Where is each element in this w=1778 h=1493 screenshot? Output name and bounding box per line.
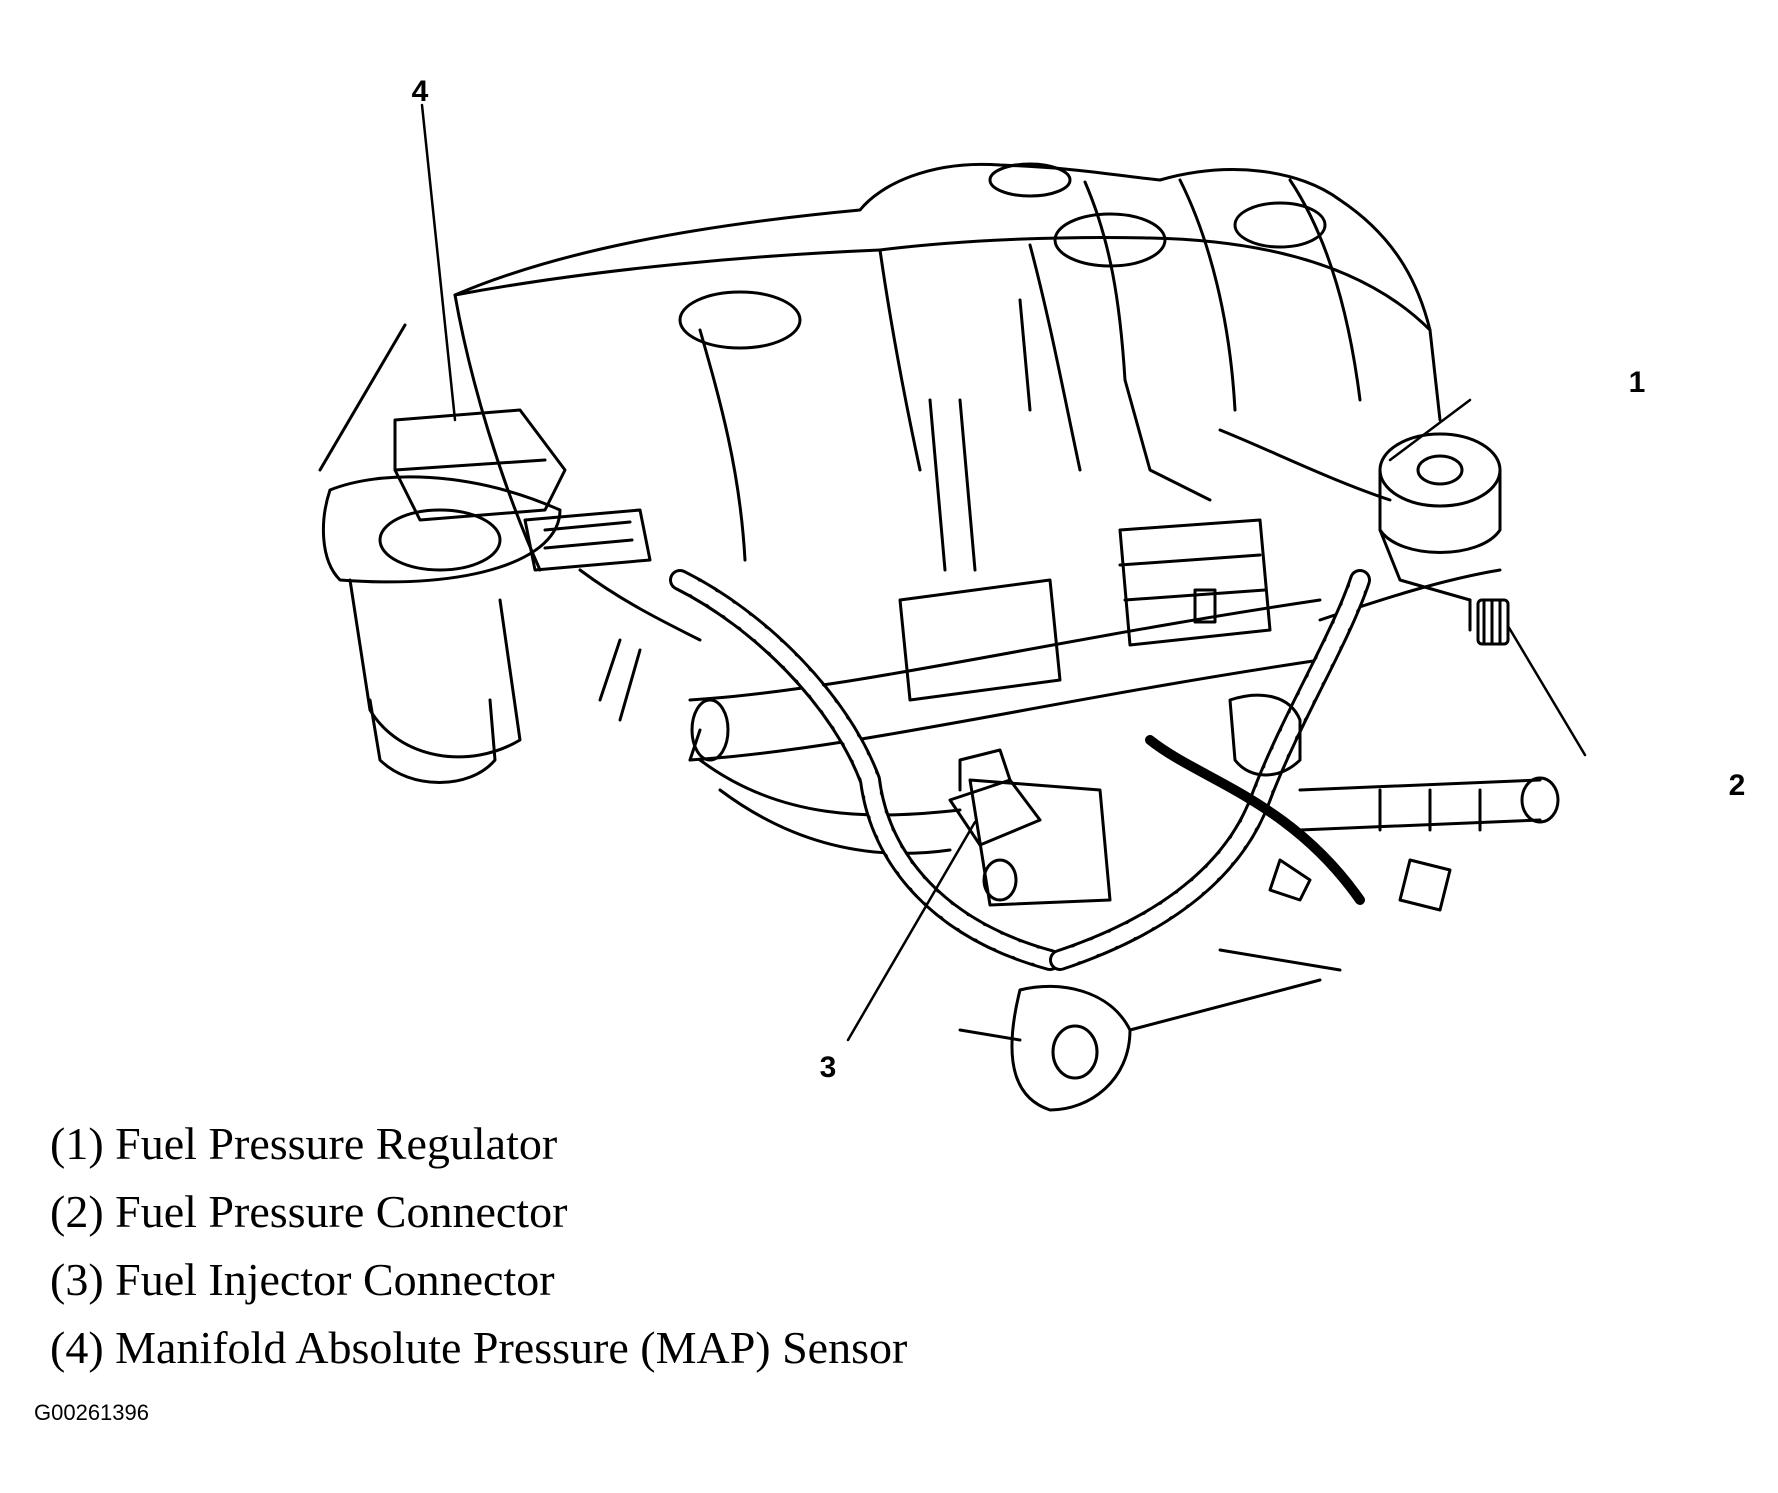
- component-legend: (1) Fuel Pressure Regulator (2) Fuel Pre…: [50, 1110, 1450, 1382]
- callout-number-1: 1: [1629, 366, 1646, 399]
- fuel-rail: [688, 598, 1322, 762]
- legend-item-2: (2) Fuel Pressure Connector: [50, 1186, 568, 1237]
- legend-item-1: (1) Fuel Pressure Regulator: [50, 1118, 558, 1169]
- legend-item-4: (4) Manifold Absolute Pressure (MAP) Sen…: [50, 1322, 908, 1373]
- wiring-harness: [669, 569, 1371, 971]
- leader-line-1: [1388, 398, 1472, 462]
- legend-item-3: (3) Fuel Injector Connector: [50, 1254, 555, 1305]
- callout-leaders: [420, 103, 1587, 1042]
- accent-strokes: [318, 323, 1452, 972]
- map-sensor: [321, 408, 702, 784]
- manifold-port-covers: [678, 162, 1327, 350]
- fuel-pressure-regulator: [1378, 432, 1502, 632]
- callout-number-4: 4: [412, 75, 429, 108]
- callout-number-2: 2: [1729, 769, 1746, 802]
- leader-line-4: [420, 103, 457, 422]
- figure-id: G00261396: [34, 1400, 149, 1425]
- intake-manifold: [453, 162, 1442, 572]
- leader-line-3: [846, 820, 977, 1042]
- fuel-pressure-connector: [1476, 598, 1510, 646]
- fuel-injector-connector: [948, 748, 1042, 847]
- callout-number-3: 3: [820, 1051, 837, 1084]
- leader-line-2: [1506, 624, 1587, 757]
- center-connectors: [898, 298, 1272, 702]
- throttle-body: [958, 778, 1322, 1112]
